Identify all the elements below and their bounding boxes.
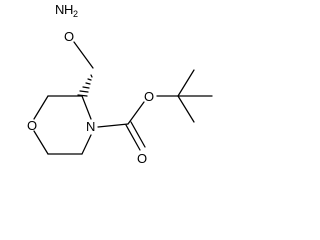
bond-ether-o-to-ch2: [73, 41, 94, 69]
bond-ring-c5-n: [81, 134, 92, 155]
ether-o-label: O: [64, 29, 74, 44]
bond-ring-n-c3: [81, 95, 92, 120]
bond-ring-o-c6: [33, 130, 49, 155]
bond-n-to-carbonyl-c: [97, 123, 129, 128]
amino-h-label: H: [64, 2, 73, 17]
ester-o-label: O: [144, 89, 154, 104]
bond-quaternary-c-methyl-up: [177, 69, 195, 97]
ring-o-label: O: [27, 118, 37, 133]
bond-carbonyl-to-ester-o: [127, 101, 145, 125]
bond-layer: [33, 41, 213, 155]
bond-carbonyl-double-b: [130, 121, 146, 148]
atom-label-layer: N H 2 O O N O O: [27, 2, 154, 166]
bond-quaternary-c-methyl-down: [177, 95, 195, 123]
carbonyl-o-label: O: [137, 151, 147, 166]
amino-h-count-label: 2: [73, 9, 78, 19]
molecule-structure-diagram: N H 2 O O N O O: [27, 2, 213, 166]
bond-carbonyl-double-a: [125, 124, 141, 151]
amino-n-label: N: [55, 2, 64, 17]
stereo-hashed-bond: [77, 74, 93, 97]
bond-ring-c2-o: [33, 95, 49, 120]
ring-n-label: N: [86, 119, 95, 134]
